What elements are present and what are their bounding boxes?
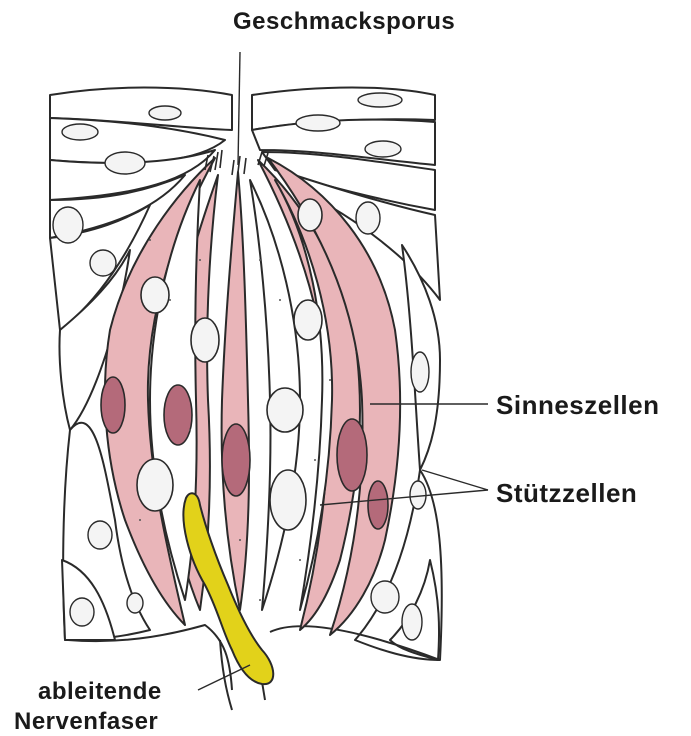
nerve-fiber-label-line1: ableitende <box>38 678 162 706</box>
microvilli <box>205 150 268 175</box>
supporting-cells-label: Stützzellen <box>496 478 637 509</box>
nerve-fiber-label-line2: Nervenfaser <box>14 708 158 736</box>
pore-label: Geschmacksporus <box>233 8 455 36</box>
pore-pointer-line <box>238 52 240 165</box>
sensory-cells-label: Sinneszellen <box>496 390 660 421</box>
stuetzzellen-leader-1 <box>422 470 488 490</box>
